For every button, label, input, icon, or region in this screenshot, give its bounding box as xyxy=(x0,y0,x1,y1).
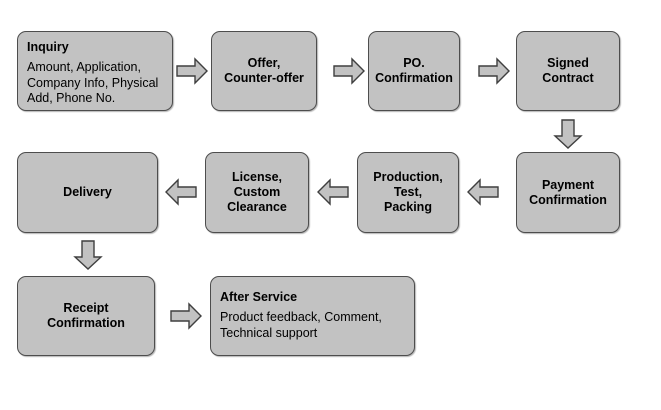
node-inquiry-title: Inquiry xyxy=(27,40,69,54)
node-after-service[interactable]: After Service Product feedback, Comment,… xyxy=(210,276,415,356)
node-po-confirmation[interactable]: PO. Confirmation xyxy=(368,31,460,111)
node-license-custom-clearance[interactable]: License, Custom Clearance xyxy=(205,152,309,233)
node-delivery-title: Delivery xyxy=(63,185,112,199)
node-license-custom-clearance-title: License, Custom Clearance xyxy=(227,170,287,214)
node-after-service-title: After Service xyxy=(220,290,298,304)
node-signed-contract-title: Signed Contract xyxy=(542,56,594,85)
node-delivery[interactable]: Delivery xyxy=(17,152,158,233)
node-offer[interactable]: Offer, Counter-offer xyxy=(211,31,317,111)
arrow-contract-to-payment xyxy=(553,119,583,149)
node-after-service-detail: Product feedback, Comment, Technical sup… xyxy=(220,310,382,340)
node-production-test-packing-title: Production, Test, Packing xyxy=(373,170,443,214)
node-signed-contract[interactable]: Signed Contract xyxy=(516,31,620,111)
arrow-offer-to-po xyxy=(333,57,365,85)
node-offer-title: Offer, Counter-offer xyxy=(224,56,304,85)
arrow-license-to-delivery xyxy=(165,178,197,206)
node-payment-confirmation-title: Payment Confirmation xyxy=(529,177,607,207)
node-receipt-confirmation[interactable]: Receipt Confirmation xyxy=(17,276,155,356)
arrow-payment-to-production xyxy=(467,178,499,206)
arrow-delivery-to-receipt xyxy=(73,240,103,270)
node-payment-confirmation[interactable]: Payment Confirmation xyxy=(516,152,620,233)
node-po-confirmation-title: PO. Confirmation xyxy=(375,56,453,85)
arrow-po-to-contract xyxy=(478,57,510,85)
arrow-production-to-license xyxy=(317,178,349,206)
node-receipt-confirmation-title: Receipt Confirmation xyxy=(47,301,125,330)
node-production-test-packing[interactable]: Production, Test, Packing xyxy=(357,152,459,233)
arrow-receipt-to-after-service xyxy=(170,302,202,330)
arrow-inquiry-to-offer xyxy=(176,57,208,85)
node-inquiry[interactable]: Inquiry Amount, Application, Company Inf… xyxy=(17,31,173,111)
node-inquiry-detail: Amount, Application, Company Info, Physi… xyxy=(27,60,159,105)
